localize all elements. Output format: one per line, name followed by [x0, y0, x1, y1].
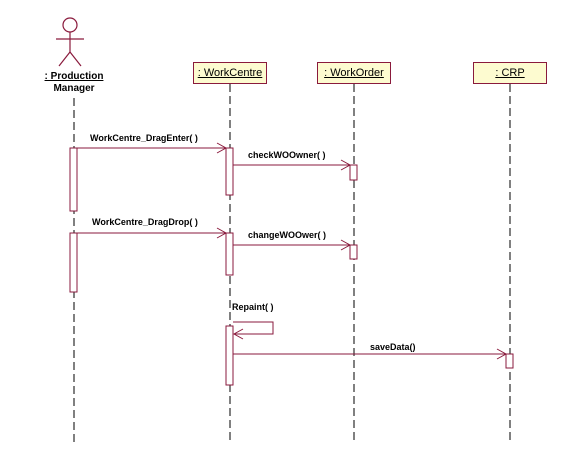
message-arrow-drag-enter — [77, 142, 228, 154]
actor-label-line2: Manager — [53, 83, 95, 94]
object-workcentre: : WorkCentre — [193, 62, 267, 84]
activation-manager-1 — [69, 147, 78, 212]
activation-workorder-2 — [349, 244, 358, 260]
message-label-drag-drop: WorkCentre_DragDrop( ) — [92, 217, 198, 227]
message-arrow-drag-drop — [77, 227, 228, 239]
activation-workcentre-3 — [225, 325, 234, 386]
object-workorder: : WorkOrder — [317, 62, 391, 84]
actor-label-line1: : Production — [44, 71, 104, 82]
message-arrow-check-wo-owner — [233, 159, 352, 171]
message-arrow-change-wo-ower — [233, 239, 352, 251]
activation-workorder-1 — [349, 164, 358, 181]
message-arrow-save-data — [233, 348, 508, 360]
message-label-drag-enter: WorkCentre_DragEnter( ) — [90, 133, 198, 143]
message-arrow-repaint — [232, 321, 274, 340]
message-label-check-wo-owner: checkWOOwner( ) — [248, 150, 326, 160]
message-label-change-wo-ower: changeWOOwer( ) — [248, 230, 327, 240]
activation-workcentre-2 — [225, 232, 234, 276]
object-crp: : CRP — [473, 62, 547, 84]
activation-crp-1 — [505, 353, 514, 369]
activation-manager-2 — [69, 232, 78, 293]
message-label-save-data: saveData() — [370, 342, 416, 352]
actor-label: : Production Manager — [34, 71, 114, 95]
message-label-repaint: Repaint( ) — [232, 302, 274, 312]
stick-figure-actor-icon — [56, 17, 84, 67]
activation-workcentre-1 — [225, 147, 234, 196]
